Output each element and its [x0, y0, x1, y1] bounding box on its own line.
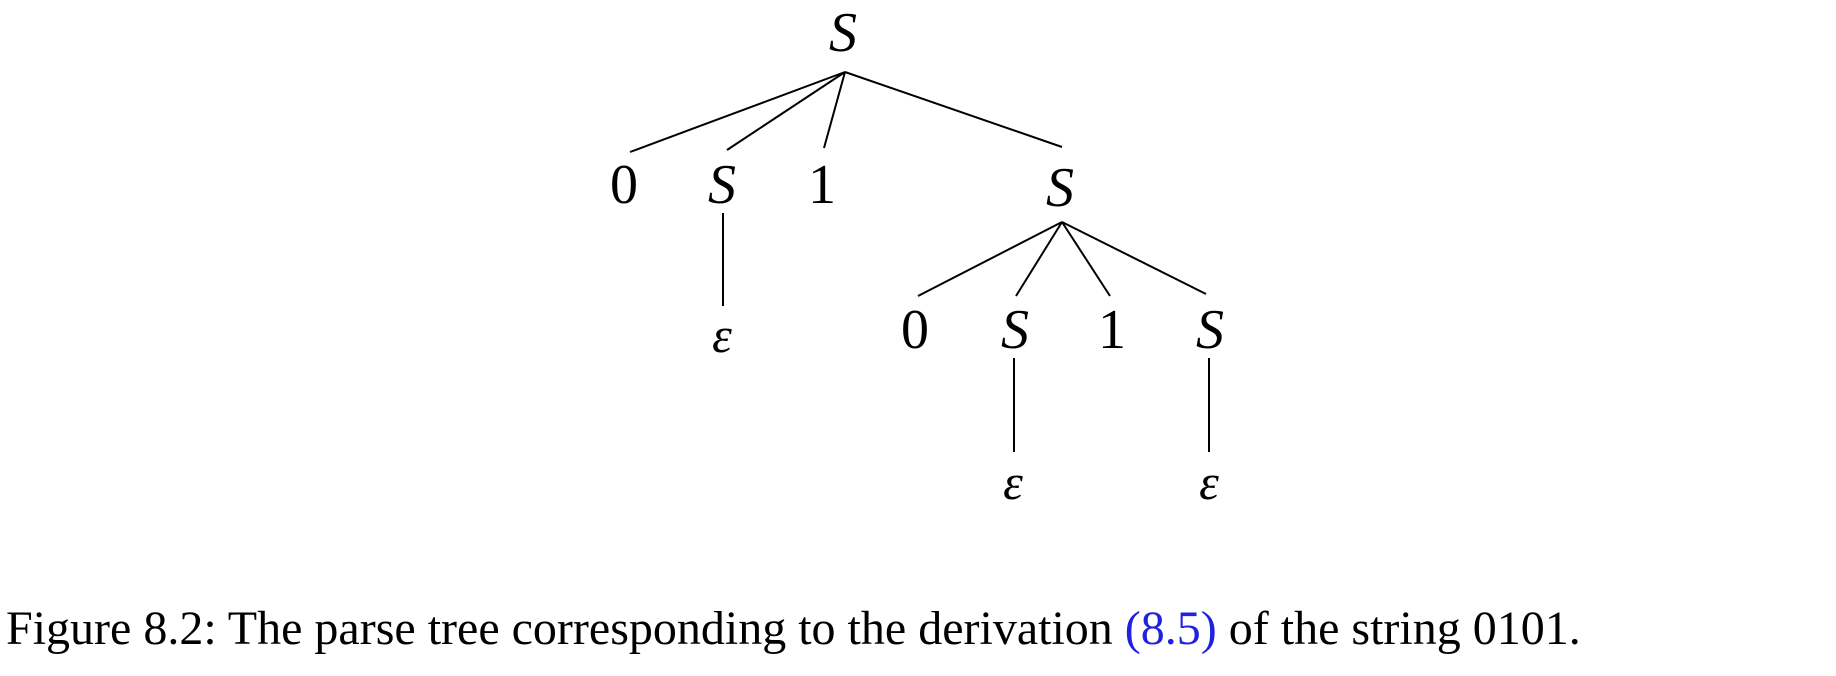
tree-edge — [917, 221, 1063, 297]
tree-edge — [629, 71, 846, 153]
tree-node-S: S — [1196, 299, 1224, 361]
tree-node-S: S — [1001, 299, 1029, 361]
tree-node-terminal-1: 1 — [808, 154, 836, 216]
caption-text-prefix: Figure 8.2: The parse tree corresponding… — [6, 602, 1125, 655]
tree-node-epsilon: ε — [1199, 454, 1219, 510]
tree-node-S: S — [1046, 157, 1074, 219]
tree-edge — [1061, 221, 1207, 295]
tree-node-terminal-1: 1 — [1098, 299, 1126, 361]
tree-edge — [726, 71, 846, 151]
figure-caption: Figure 8.2: The parse tree corresponding… — [6, 600, 1581, 658]
tree-edge — [1061, 221, 1111, 297]
tree-edges — [629, 71, 1210, 452]
tree-node-S: S — [708, 154, 736, 216]
parse-tree: S 0 S 1 S ε 0 S 1 S ε ε — [610, 2, 1224, 510]
tree-edge — [823, 71, 846, 149]
tree-node-epsilon: ε — [712, 307, 732, 363]
tree-node-terminal-0: 0 — [610, 154, 638, 216]
tree-edge — [1015, 221, 1063, 297]
tree-node-root: S — [829, 2, 857, 64]
tree-node-terminal-0: 0 — [901, 299, 929, 361]
equation-ref-link[interactable]: (8.5) — [1124, 602, 1217, 655]
tree-node-epsilon: ε — [1003, 454, 1023, 510]
caption-text-suffix: of the string 0101. — [1216, 602, 1581, 655]
tree-edge — [844, 71, 1063, 148]
